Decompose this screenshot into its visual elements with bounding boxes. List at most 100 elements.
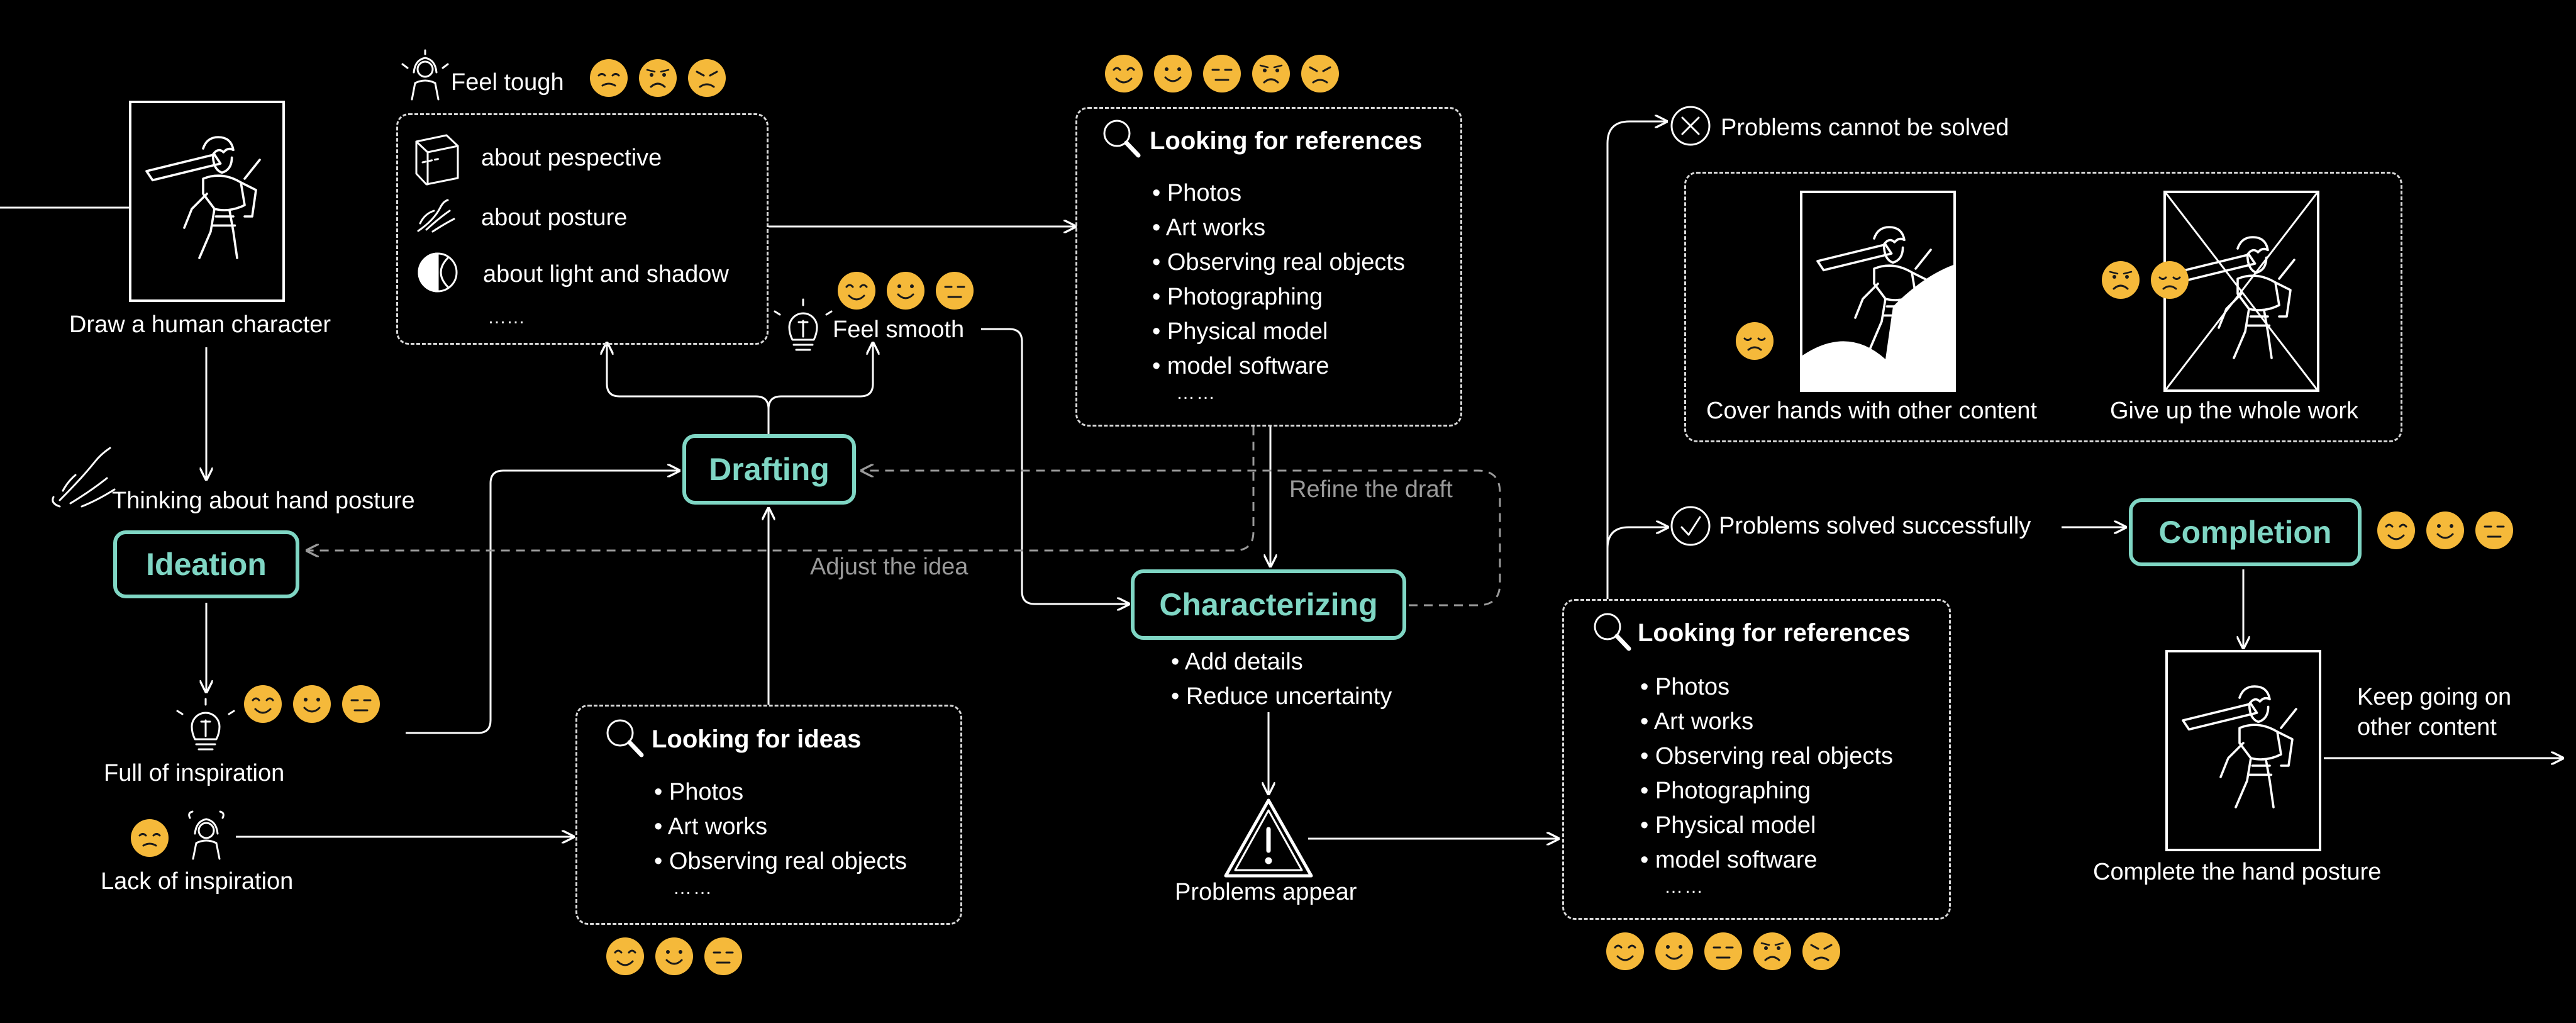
neutral-face-icon — [936, 272, 974, 310]
search-icon — [1103, 120, 1141, 158]
frown-face-icon — [2102, 261, 2140, 299]
list-item: • Physical model — [1152, 318, 1328, 345]
list-item: • Photos — [1640, 674, 1730, 700]
happy-face-icon — [887, 272, 924, 310]
keep-going-label: other content — [2357, 714, 2497, 741]
cover-caption: Cover hands with other content — [1706, 398, 2037, 424]
emoji-row — [2101, 260, 2190, 300]
feel-smooth-label: Feel smooth — [833, 316, 965, 343]
neutral-face-icon — [2475, 512, 2513, 549]
sad-face-icon — [1736, 322, 1774, 360]
list-item: • model software — [1152, 353, 1330, 379]
emoji-row — [243, 684, 381, 724]
final-caption: Complete the hand posture — [2093, 859, 2382, 885]
search-icon — [606, 719, 644, 757]
list-item: • Photos — [1152, 180, 1242, 206]
smile-face-icon — [1105, 55, 1143, 92]
check-circle-icon — [1670, 506, 1711, 546]
person-icon — [401, 49, 449, 101]
ideas-box — [575, 705, 962, 925]
list-item: • Art works — [654, 813, 768, 840]
smile-face-icon — [244, 685, 282, 723]
arrow-full-to-drafting — [406, 471, 679, 734]
list-item: • Photographing — [1640, 778, 1811, 804]
emoji-row — [1104, 53, 1340, 94]
smile-face-icon — [2377, 512, 2415, 549]
keep-going-label: Keep going on — [2357, 684, 2512, 710]
hand-icon — [417, 199, 455, 233]
feel-tough-box — [396, 113, 769, 345]
full-inspiration-label: Full of inspiration — [104, 760, 285, 786]
references-box-top — [1075, 107, 1462, 427]
tough-item: about posture — [481, 204, 628, 231]
give-up-sketch — [2163, 191, 2319, 392]
lack-inspiration-label: Lack of inspiration — [101, 868, 294, 895]
list-item: • model software — [1640, 847, 1818, 873]
list-item: • Art works — [1640, 708, 1754, 735]
characterizing-notes: • Add details • Reduce uncertainty — [1171, 645, 1392, 714]
list-item: • Add details — [1171, 649, 1303, 675]
ideas-list: • Photos • Art works • Observing real ob… — [654, 775, 907, 898]
search-icon — [1594, 613, 1631, 651]
list-item: • Photos — [654, 779, 744, 805]
sad-face-icon — [2151, 261, 2189, 299]
angry-face-icon — [1802, 932, 1840, 970]
happy-face-icon — [1154, 55, 1192, 92]
ideas-title: Looking for ideas — [652, 725, 862, 753]
list-item: • Art works — [1152, 215, 1266, 241]
start-caption: Draw a human character — [69, 311, 331, 338]
person-icon — [188, 810, 225, 860]
frown-face-icon — [1252, 55, 1290, 92]
loop-refine-draft — [862, 471, 1501, 607]
arrow-to-fail — [1606, 121, 1667, 599]
smile-face-icon — [606, 937, 644, 975]
references-list: • Photos • Art works • Observing real ob… — [1640, 670, 1893, 897]
arrow-drafting-to-smooth — [767, 343, 873, 410]
happy-face-icon — [293, 685, 331, 723]
tough-item: about pespective — [481, 145, 662, 171]
emoji-row — [605, 936, 743, 976]
smile-face-icon — [1606, 932, 1644, 970]
neutral-face-icon — [1704, 932, 1742, 970]
list-more: …… — [1664, 876, 1704, 897]
emoji-row — [1735, 321, 1775, 361]
list-item: • Observing real objects — [1152, 249, 1405, 276]
list-item: • Observing real objects — [1640, 743, 1893, 769]
lightbulb-icon — [774, 298, 833, 351]
refine-draft-label: Refine the draft — [1289, 476, 1453, 503]
emoji-row — [836, 271, 975, 311]
fail-outcomes-box — [1684, 172, 2402, 442]
arrow-smooth-to-characterizing — [981, 328, 1129, 604]
references-title: Looking for references — [1150, 127, 1423, 155]
feel-tough-label: Feel tough — [451, 69, 564, 96]
anxious-face-icon — [131, 819, 169, 857]
references-box-bottom — [1562, 599, 1951, 920]
references-title: Looking for references — [1638, 619, 1911, 647]
list-item: • Observing real objects — [654, 848, 907, 875]
cross-circle-icon — [1670, 106, 1711, 146]
smile-face-icon — [838, 272, 875, 310]
warning-icon — [1224, 798, 1313, 878]
happy-face-icon — [1655, 932, 1693, 970]
cube-icon — [415, 134, 459, 186]
problems-appear-label: Problems appear — [1175, 879, 1357, 905]
tough-more: …… — [487, 307, 525, 328]
list-item: • Physical model — [1640, 812, 1816, 839]
cover-hands-sketch — [1800, 191, 1956, 392]
happy-face-icon — [2426, 512, 2464, 549]
angry-face-icon — [1301, 55, 1339, 92]
tough-item: about light and shadow — [483, 261, 729, 288]
emoji-row — [2376, 510, 2514, 551]
success-label: Problems solved successfully — [1719, 513, 2031, 539]
neutral-face-icon — [1203, 55, 1241, 92]
lightbulb-icon — [176, 698, 235, 751]
stage-completion: Completion — [2129, 498, 2362, 566]
references-list: • Photos • Art works • Observing real ob… — [1152, 176, 1405, 403]
anxious-face-icon — [590, 59, 628, 97]
stage-drafting: Drafting — [682, 434, 856, 505]
stage-ideation: Ideation — [113, 530, 299, 598]
light-shadow-icon — [418, 252, 458, 293]
frown-face-icon — [1753, 932, 1791, 970]
frown-face-icon — [639, 59, 677, 97]
